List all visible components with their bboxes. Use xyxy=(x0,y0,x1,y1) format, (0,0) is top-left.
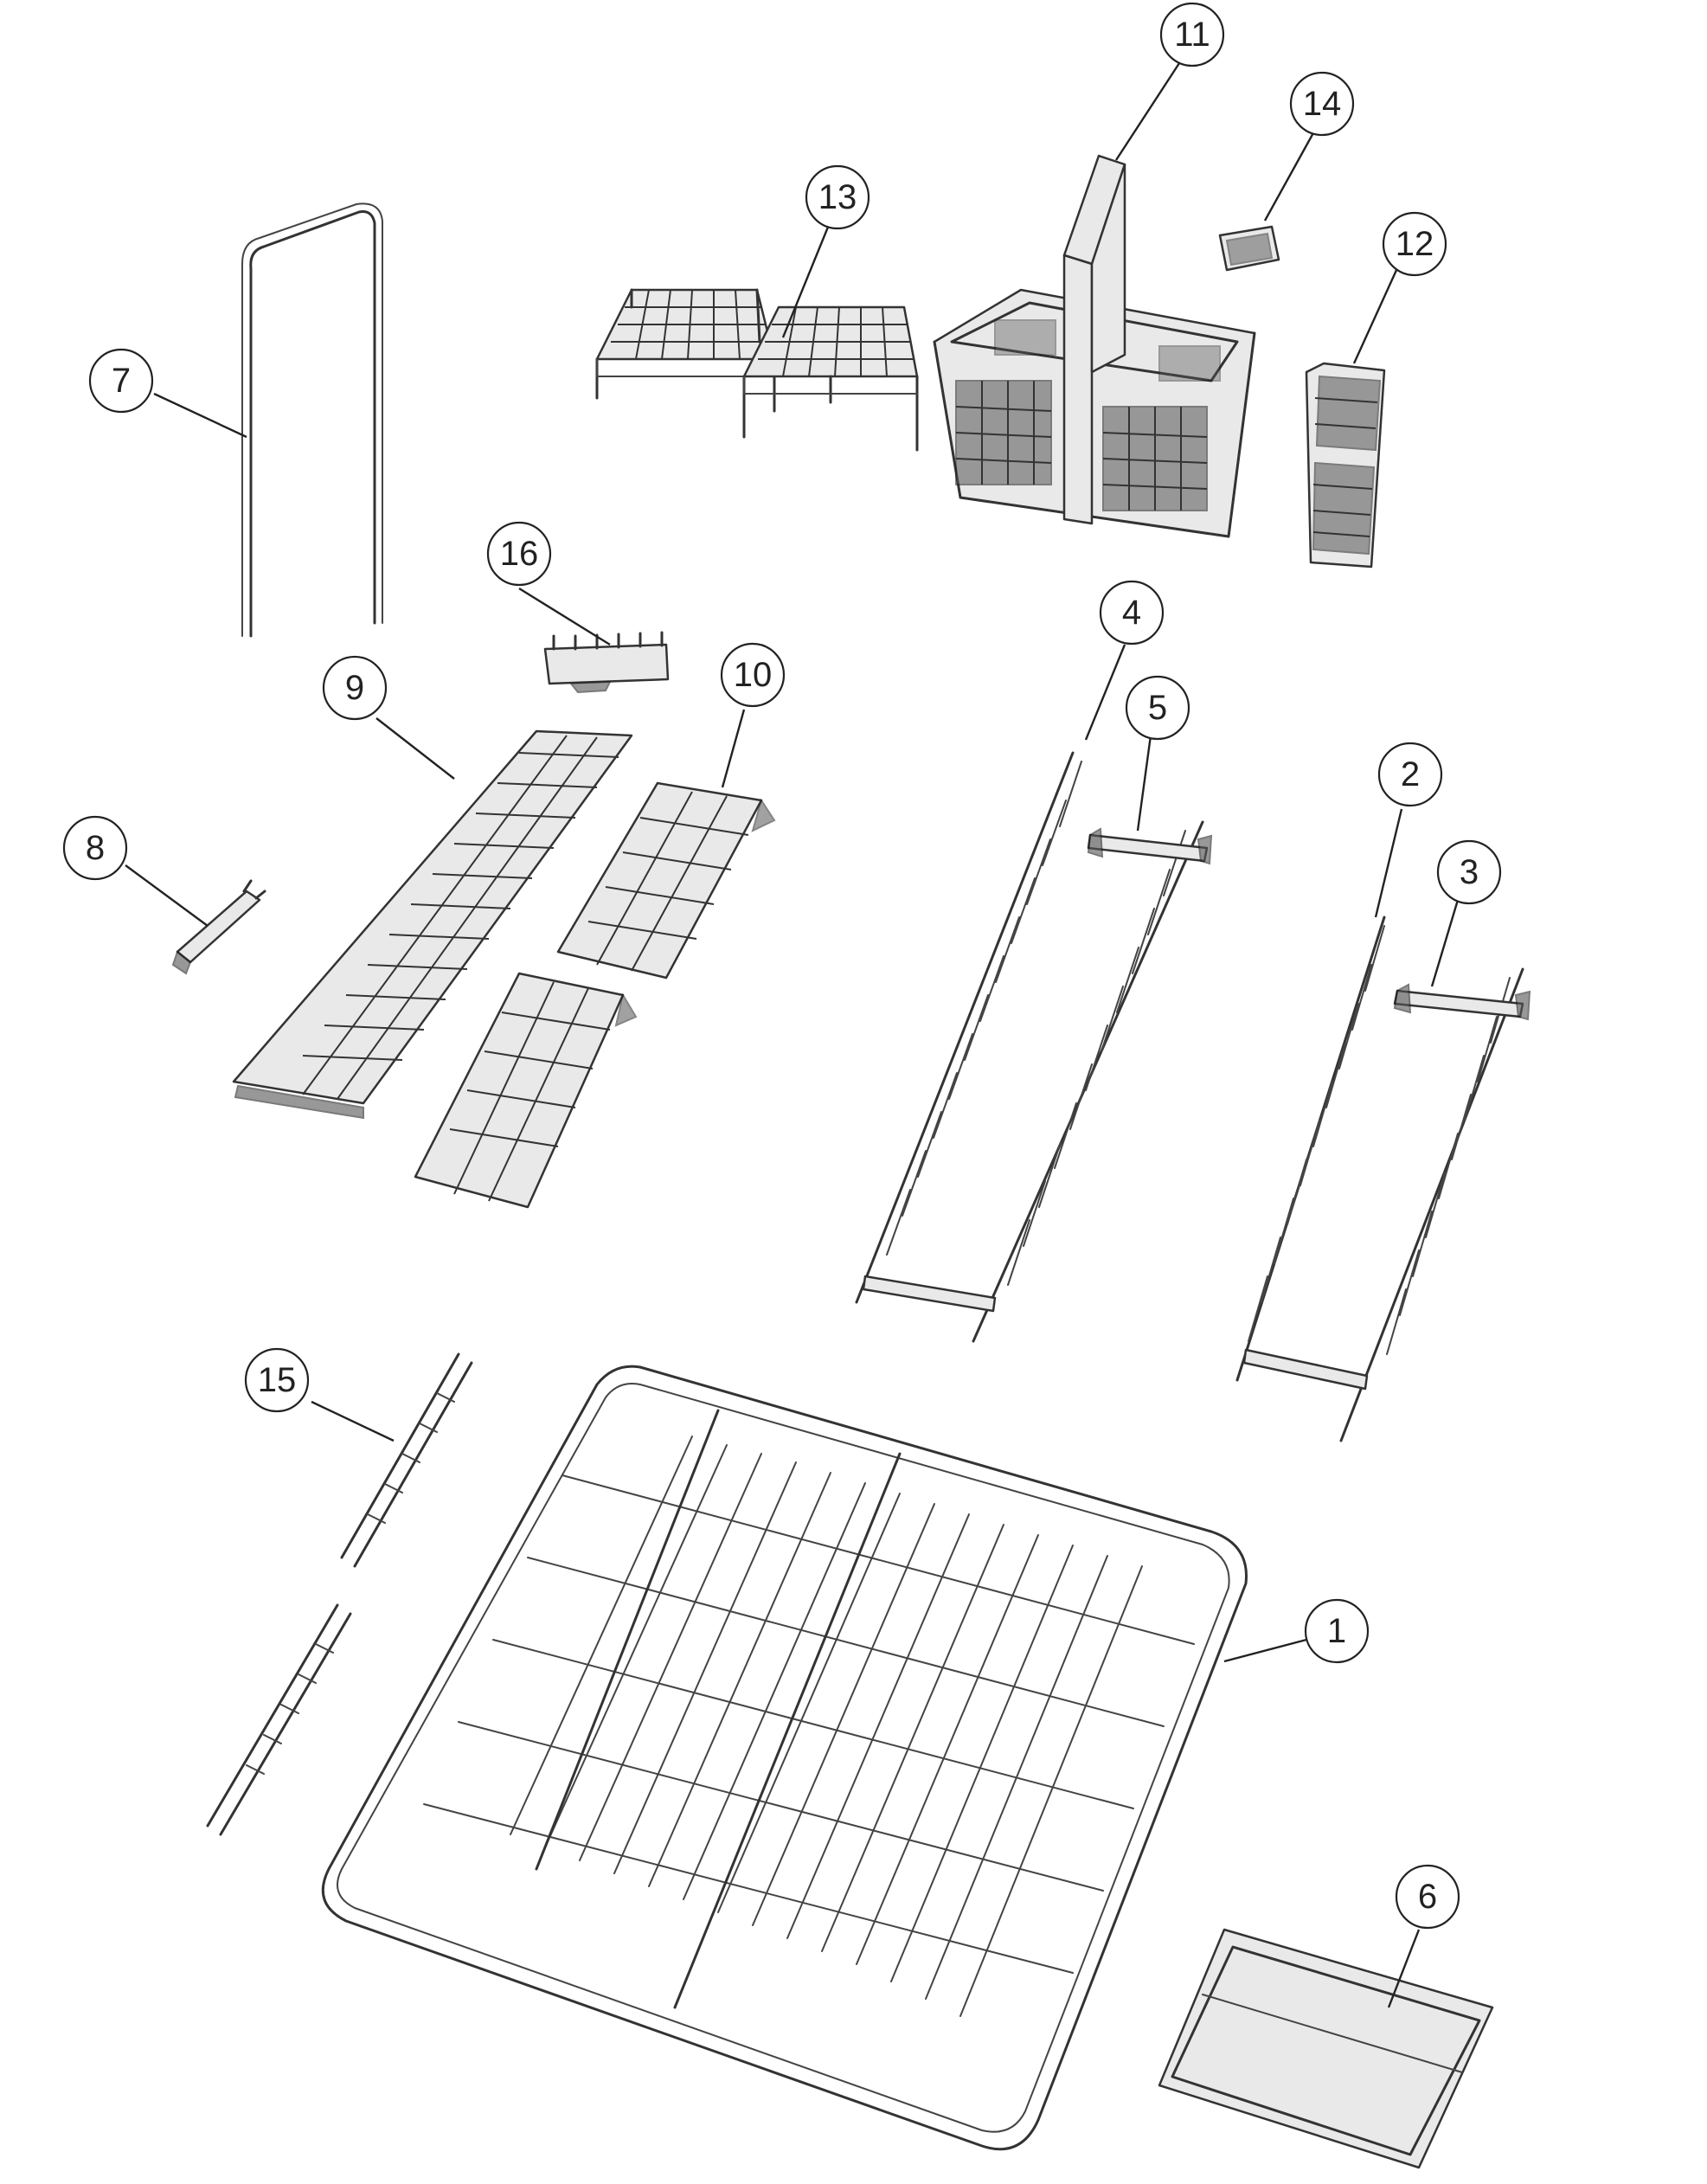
leader-5 xyxy=(1136,735,1152,832)
leader-1 xyxy=(1223,1638,1307,1663)
leader-13 xyxy=(781,220,832,338)
svg-text:10: 10 xyxy=(734,656,773,694)
part-16-clip xyxy=(543,631,670,694)
leader-6 xyxy=(1387,1929,1421,2008)
part-8-bracket xyxy=(171,879,266,975)
svg-text:4: 4 xyxy=(1122,594,1141,632)
svg-text:3: 3 xyxy=(1460,853,1479,891)
callout-3: 3 xyxy=(1436,839,1502,905)
part-11-cutlery-basket xyxy=(933,154,1256,538)
callout-15: 15 xyxy=(244,1347,310,1413)
leader-12 xyxy=(1352,267,1399,364)
leader-15 xyxy=(311,1400,395,1442)
leader-10 xyxy=(721,709,746,788)
callout-11: 11 xyxy=(1159,2,1225,67)
callout-5: 5 xyxy=(1125,675,1190,741)
callout-8: 8 xyxy=(62,815,128,881)
svg-text:5: 5 xyxy=(1148,689,1167,727)
leader-16 xyxy=(518,587,611,646)
part-14-small-insert xyxy=(1218,225,1280,272)
callout-9: 9 xyxy=(322,655,388,721)
part-3-tine-bar xyxy=(1393,983,1531,1021)
svg-text:16: 16 xyxy=(500,535,539,573)
callout-6: 6 xyxy=(1395,1864,1460,1930)
leader-7 xyxy=(153,392,247,439)
callout-2: 2 xyxy=(1377,742,1443,807)
callout-16: 16 xyxy=(486,521,552,587)
part-1-lower-rack xyxy=(321,1365,1248,2151)
part-2-tine-row xyxy=(1235,915,1524,1442)
callout-4: 4 xyxy=(1099,580,1165,646)
callout-13: 13 xyxy=(805,164,870,230)
leader-14 xyxy=(1263,129,1317,222)
svg-text:9: 9 xyxy=(345,669,364,707)
callout-1: 1 xyxy=(1304,1598,1370,1664)
svg-text:8: 8 xyxy=(86,829,105,867)
part-10-cup-shelves xyxy=(414,781,776,1209)
part-4-tine-row xyxy=(855,751,1204,1343)
svg-text:11: 11 xyxy=(1174,16,1210,54)
part-6-tray xyxy=(1158,1928,1494,2169)
part-12-small-basket xyxy=(1305,362,1386,568)
callout-14: 14 xyxy=(1289,71,1355,137)
svg-text:15: 15 xyxy=(258,1361,297,1399)
part-5-tine-bar xyxy=(1087,827,1213,865)
svg-text:7: 7 xyxy=(112,362,131,400)
part-7-handle xyxy=(241,202,383,638)
svg-text:6: 6 xyxy=(1418,1878,1437,1916)
leader-9 xyxy=(375,717,455,780)
svg-text:13: 13 xyxy=(818,178,857,216)
leader-8 xyxy=(125,864,209,927)
part-15-brackets xyxy=(206,1352,473,1836)
part-13-cup-racks xyxy=(595,288,919,452)
part-9-fold-down-tines xyxy=(232,729,633,1120)
leader-4 xyxy=(1084,644,1126,741)
callout-10: 10 xyxy=(720,642,786,708)
svg-text:2: 2 xyxy=(1401,755,1420,793)
svg-text:1: 1 xyxy=(1327,1612,1346,1650)
svg-text:14: 14 xyxy=(1303,85,1342,123)
callout-12: 12 xyxy=(1382,211,1447,277)
svg-text:12: 12 xyxy=(1396,225,1434,263)
leader-lines xyxy=(125,60,1460,2008)
leader-2 xyxy=(1374,808,1403,918)
callout-7: 7 xyxy=(88,348,154,414)
leader-3 xyxy=(1430,899,1460,987)
leader-11 xyxy=(1114,60,1183,161)
